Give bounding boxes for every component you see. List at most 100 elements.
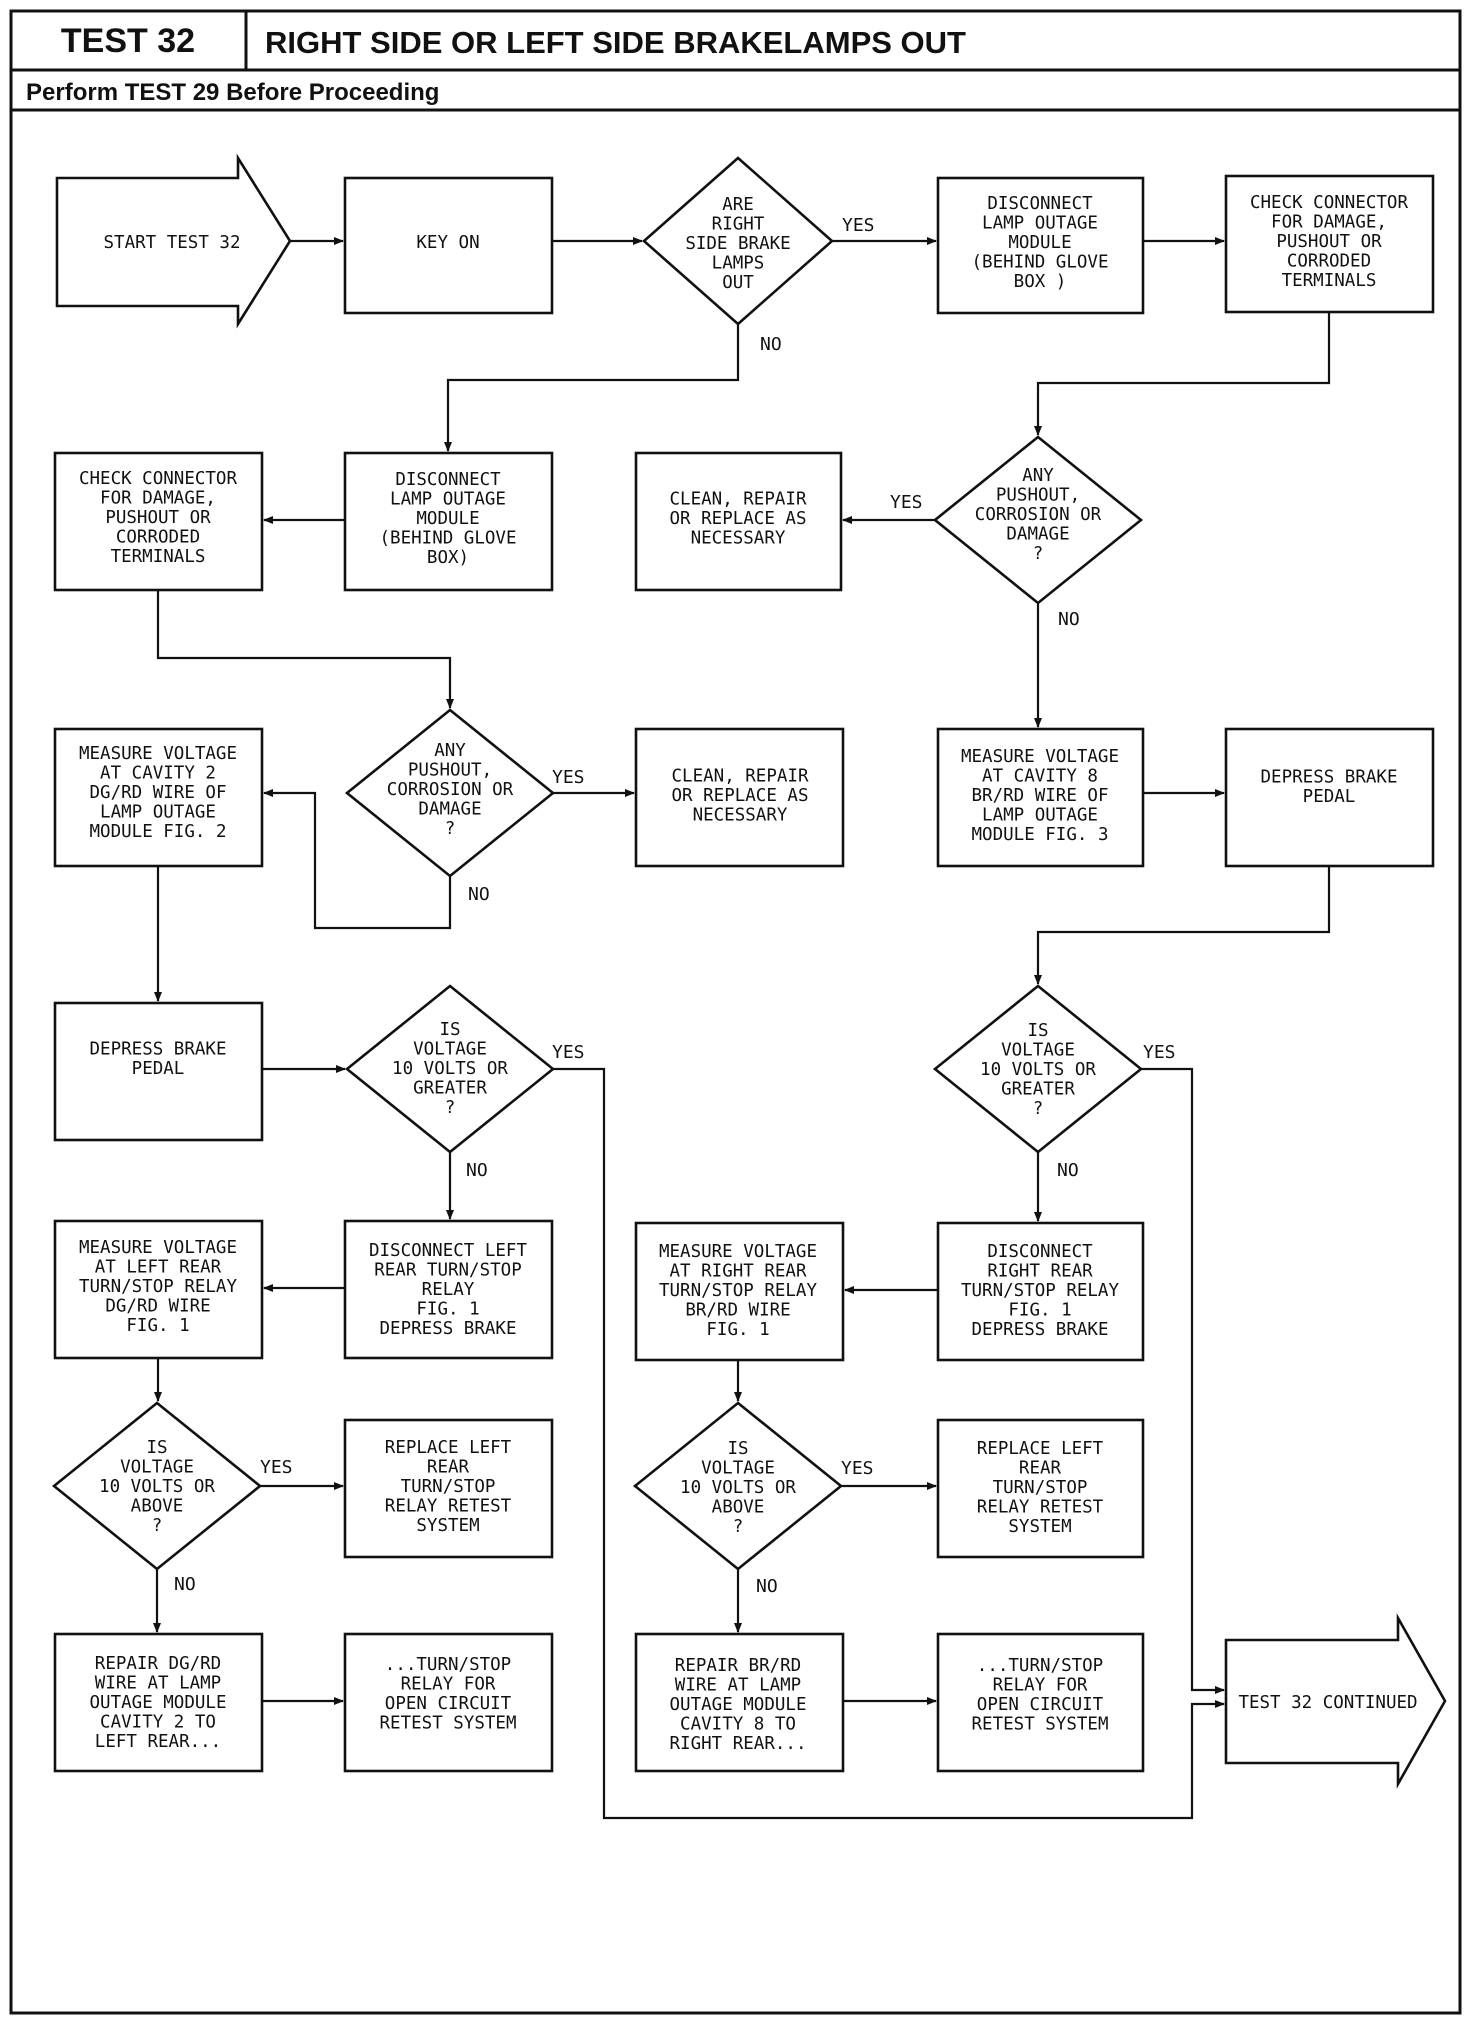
node-text-line: 10 VOLTS OR — [680, 1478, 796, 1498]
node-text-line: VOLTAGE — [120, 1458, 194, 1478]
node-text-line: CLEAN, REPAIR — [672, 767, 809, 787]
continued-arrow — [1224, 1613, 1447, 1789]
node-text-line: VOLTAGE — [413, 1040, 487, 1060]
connector — [444, 324, 740, 452]
node-text-line: ? — [733, 1517, 744, 1537]
node-text-line: CORRODED — [1287, 252, 1371, 272]
node-text-line: DEPRESS BRAKE — [1261, 767, 1398, 787]
measure-cavity8-box — [936, 727, 1145, 868]
node-text-line: VOLTAGE — [701, 1459, 775, 1479]
connector — [553, 1067, 1225, 1820]
node-text-line: RIGHT — [712, 215, 765, 235]
node-text-line: ARE — [722, 195, 754, 215]
node-text-line: (BEHIND GLOVE — [380, 529, 517, 549]
node-text-line: ANY — [1022, 466, 1054, 486]
check-connector-right-box — [1224, 174, 1435, 314]
yes-label: YES — [841, 1458, 874, 1479]
node-text-line: WIRE AT LAMP — [675, 1676, 801, 1696]
node-text-line: ? — [445, 819, 456, 839]
node-text-line: AT CAVITY 2 — [100, 764, 216, 784]
node-text-line: TURN/STOP RELAY — [659, 1281, 818, 1301]
open-circuit-left-box — [343, 1632, 554, 1773]
page-title: RIGHT SIDE OR LEFT SIDE BRAKELAMPS OUT — [265, 25, 966, 60]
yes-label: YES — [1143, 1042, 1176, 1063]
node-text-line: MODULE FIG. 2 — [90, 822, 227, 842]
node-text-line: REPLACE LEFT — [977, 1439, 1104, 1459]
node-text-line: LAMP OUTAGE — [100, 803, 216, 823]
node-text-line: LAMPS — [712, 254, 765, 274]
node-text-line: ? — [445, 1098, 456, 1118]
node-text-line: PUSHOUT OR — [1276, 232, 1382, 252]
node-text-line: CORROSION OR — [387, 780, 514, 800]
yes-label: YES — [842, 215, 875, 236]
node-text-line: RIGHT REAR — [987, 1262, 1093, 1282]
node-text-line: RIGHT REAR... — [670, 1734, 807, 1754]
node-text-line: PEDAL — [132, 1059, 185, 1079]
node-text-line: LAMP OUTAGE — [982, 806, 1098, 826]
node-text-line: 10 VOLTS OR — [392, 1059, 508, 1079]
node-text-line: MODULE — [416, 509, 479, 529]
node-text-line: VOLTAGE — [1001, 1041, 1075, 1061]
key-on-label: KEY ON — [416, 233, 479, 253]
depress-brake-right-box — [1224, 727, 1435, 868]
open-circuit-right-box — [936, 1632, 1145, 1773]
node-text-line: WIRE AT LAMP — [95, 1674, 221, 1694]
depress-brake-left-box — [53, 1001, 264, 1142]
node-text-line: LEFT REAR... — [95, 1732, 221, 1752]
measure-left-relay-box — [53, 1219, 264, 1360]
node-text-line: CLEAN, REPAIR — [670, 490, 807, 510]
no-label: NO — [1058, 609, 1080, 630]
replace-relay-left-box — [343, 1418, 554, 1559]
node-text-line: SYSTEM — [1008, 1517, 1071, 1537]
clean-repair-right-box — [634, 451, 843, 592]
no-label: NO — [1057, 1160, 1079, 1181]
node-text-line: IS — [439, 1020, 460, 1040]
node-text-line: DEPRESS BRAKE — [380, 1319, 517, 1339]
node-text-line: LAMP OUTAGE — [982, 214, 1098, 234]
check-connector-left-box — [53, 451, 264, 592]
disconnect-left-relay-box — [343, 1219, 554, 1360]
node-text-line: TURN/STOP — [401, 1477, 496, 1497]
yes-label: YES — [890, 492, 923, 513]
yes-label: YES — [552, 1042, 585, 1063]
disconnect-right-relay-box — [936, 1221, 1145, 1362]
node-text-line: MODULE — [1008, 233, 1071, 253]
node-text-line: AT LEFT REAR — [95, 1258, 222, 1278]
yes-label: YES — [260, 1457, 293, 1478]
node-text-line: GREATER — [413, 1079, 487, 1099]
node-text-line: IS — [146, 1438, 167, 1458]
node-text-line: NECESSARY — [693, 806, 788, 826]
node-text-line: OUTAGE MODULE — [670, 1695, 807, 1715]
no-label: NO — [760, 334, 782, 355]
node-text-line: TERMINALS — [111, 547, 206, 567]
node-text-line: CAVITY 8 TO — [680, 1715, 796, 1735]
node-text-line: CAVITY 2 TO — [100, 1713, 216, 1733]
node-text-line: DG/RD WIRE OF — [90, 783, 227, 803]
connector — [1034, 866, 1331, 985]
node-text-line: FIG. 1 — [706, 1320, 769, 1340]
node-text-line: DG/RD WIRE — [105, 1297, 210, 1317]
node-text-line: OR REPLACE AS — [670, 509, 807, 529]
node-text-line: RELAY — [422, 1280, 475, 1300]
repair-brrd-box — [634, 1632, 845, 1773]
repair-dgrd-box — [53, 1632, 264, 1773]
node-text-line: DISCONNECT — [395, 470, 501, 490]
node-text-line: BOX) — [427, 548, 469, 568]
